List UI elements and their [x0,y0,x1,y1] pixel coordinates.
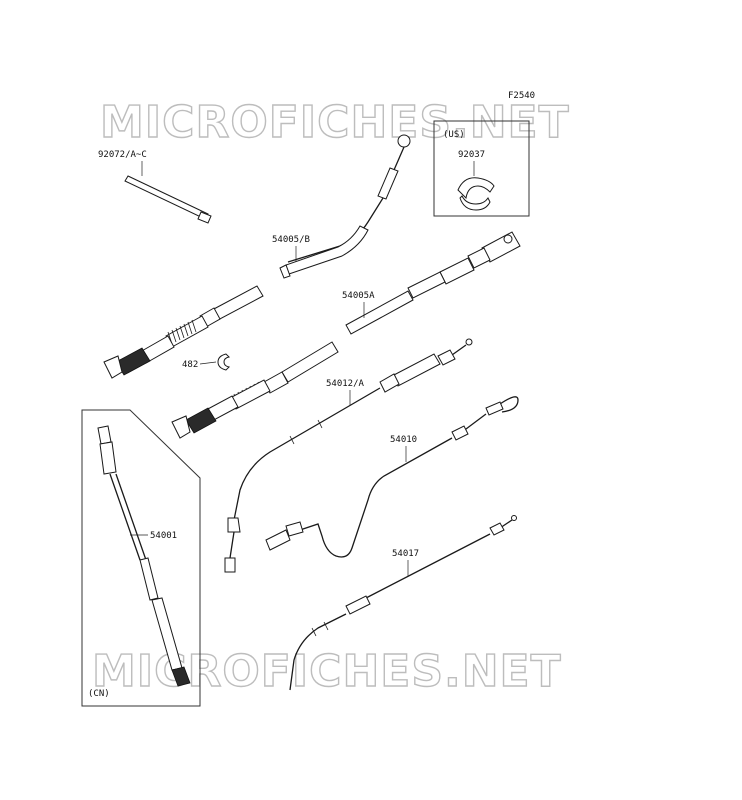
cn-box-label: (CN) [88,689,110,699]
part-54005b: 54005/B [272,134,411,279]
part-54017: 54017 [289,515,517,691]
cn-variant-box: (CN) 54001 [81,409,201,707]
part-92072: 92072/A~C [98,150,212,224]
part-54001 [97,425,191,687]
us-variant-box: (US) 92037 [433,120,530,217]
spring-coil-upper [167,319,197,345]
label-54005b: 54005/B [272,235,310,245]
part-54010: 54010 [265,396,519,558]
label-54010: 54010 [390,435,417,445]
label-92072: 92072/A~C [98,150,147,160]
figure-code: F2540 [508,91,535,101]
cable-left-upper [103,285,264,379]
label-482: 482 [182,360,198,370]
part-54005a: 54005A [342,231,521,335]
us-box-label: (US) [443,130,465,140]
cable-left-lower [171,341,339,439]
label-54005a: 54005A [342,291,375,301]
watermark-top: MICROFICHES.NET [100,97,570,148]
watermark-bottom: MICROFICHES.NET [92,646,562,697]
clamp-92037 [457,177,495,211]
part-482: 482 [182,353,231,371]
label-92037: 92037 [458,150,485,160]
label-54017: 54017 [392,549,419,559]
label-54001: 54001 [150,531,177,541]
label-54012: 54012/A [326,379,365,389]
part-54012: 54012/A [224,338,473,573]
